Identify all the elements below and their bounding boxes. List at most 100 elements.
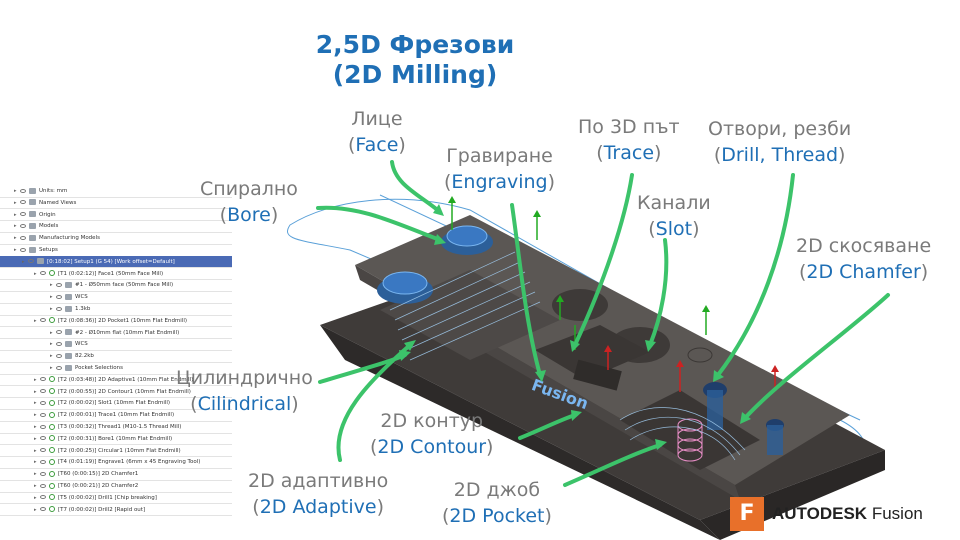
visibility-icon[interactable] bbox=[56, 282, 62, 287]
expand-icon[interactable]: ▸ bbox=[34, 388, 37, 395]
expand-icon[interactable]: ▸ bbox=[34, 400, 37, 407]
visibility-icon[interactable] bbox=[28, 259, 34, 264]
expand-icon[interactable]: ▸ bbox=[34, 483, 37, 489]
visibility-icon[interactable] bbox=[20, 247, 26, 252]
visibility-icon[interactable] bbox=[56, 353, 62, 358]
visibility-icon[interactable] bbox=[20, 188, 26, 193]
visibility-icon[interactable] bbox=[20, 235, 26, 240]
tree-item[interactable]: ▸[T60 (0:00:15)] 2D Chamfer1 bbox=[0, 468, 232, 480]
expand-icon[interactable]: ▸ bbox=[14, 247, 17, 253]
visibility-icon[interactable] bbox=[56, 330, 62, 335]
expand-icon[interactable]: ▸ bbox=[34, 317, 37, 324]
tree-item[interactable]: ▸[0:18:02] Setup1 (G 54) [Work offset=De… bbox=[0, 255, 232, 268]
tree-item[interactable]: ▸[T2 (0:00:31)] Bore1 (10mm Flat Endmill… bbox=[0, 433, 232, 445]
label-engraving-ru: Гравиране bbox=[446, 145, 553, 167]
visibility-icon[interactable] bbox=[40, 495, 46, 500]
tree-item[interactable]: ▸[T1 (0:02:12)] Face1 (50mm Face Mill) bbox=[0, 268, 232, 280]
visibility-icon[interactable] bbox=[40, 412, 46, 417]
visibility-icon[interactable] bbox=[40, 377, 46, 382]
tree-item[interactable]: ▸ #2 - Ø10mm flat (10mm Flat Endmill) bbox=[0, 327, 232, 339]
expand-icon[interactable]: ▸ bbox=[50, 329, 53, 336]
tree-item[interactable]: ▸[T60 (0:00:21)] 2D Chamfer2 bbox=[0, 480, 232, 492]
expand-icon[interactable]: ▸ bbox=[14, 235, 17, 242]
visibility-icon[interactable] bbox=[40, 389, 46, 394]
visibility-icon[interactable] bbox=[40, 459, 46, 464]
tree-item[interactable]: ▸ [T2 (0:03:48)] 2D Adaptive1 (10mm Flat … bbox=[0, 374, 232, 386]
visibility-icon[interactable] bbox=[40, 424, 46, 429]
label-contour-en: 2D Contour bbox=[377, 436, 487, 458]
expand-icon[interactable]: ▸ bbox=[50, 282, 53, 289]
tree-item[interactable]: ▸ [T2 (0:00:25)] Circular1 (10mm Flat End… bbox=[0, 445, 232, 457]
tree-item[interactable]: ▸[T4 (0:01:19)] Engrave1 (6mm x 45 Engra… bbox=[0, 456, 232, 468]
visibility-icon[interactable] bbox=[40, 507, 46, 512]
tree-item[interactable]: ▸[T7 (0:00:02)] Drill2 [Rapid out] bbox=[0, 504, 232, 516]
visibility-icon[interactable] bbox=[40, 471, 46, 476]
tree-item[interactable]: ▸1.3kb bbox=[0, 303, 232, 315]
visibility-icon[interactable] bbox=[56, 306, 62, 311]
expand-icon[interactable]: ▸ bbox=[50, 353, 53, 360]
label-chamfer-ru: 2D скосяване bbox=[796, 235, 932, 257]
tree-item-label: Manufacturing Models bbox=[39, 235, 100, 242]
tree-item[interactable]: ▸[T2 (0:00:01)] Trace1 (10mm Flat Endmil… bbox=[0, 409, 232, 421]
status-ok-icon bbox=[49, 470, 55, 477]
expand-icon[interactable]: ▸ bbox=[34, 459, 37, 466]
expand-icon[interactable]: ▸ bbox=[14, 211, 17, 218]
expand-icon[interactable]: ▸ bbox=[14, 188, 17, 194]
browser-tree[interactable]: ▸Units: mm▸Named Views▸Origin▸Models ▸ Man… bbox=[0, 185, 232, 540]
expand-icon[interactable]: ▸ bbox=[50, 341, 53, 348]
autodesk-fusion-logo: F AUTODESK Fusion bbox=[730, 496, 923, 532]
tree-item[interactable]: ▸Origin bbox=[0, 209, 232, 221]
tree-item[interactable]: ▸ WCS bbox=[0, 291, 232, 303]
tree-item[interactable]: ▸Models bbox=[0, 220, 232, 232]
tree-item-label: [T2 (0:03:48)] 2D Adaptive1 (10mm Flat E… bbox=[58, 376, 194, 383]
expand-icon[interactable]: ▸ bbox=[50, 294, 53, 301]
visibility-icon[interactable] bbox=[20, 223, 26, 228]
visibility-icon[interactable] bbox=[20, 212, 26, 217]
visibility-icon[interactable] bbox=[40, 400, 46, 405]
expand-icon[interactable]: ▸ bbox=[34, 270, 37, 277]
visibility-icon[interactable] bbox=[40, 318, 46, 323]
tree-item[interactable]: ▸Named Views bbox=[0, 197, 232, 209]
expand-icon[interactable]: ▸ bbox=[14, 199, 17, 206]
tree-item[interactable]: ▸ Manufacturing Models bbox=[0, 232, 232, 244]
visibility-icon[interactable] bbox=[40, 448, 46, 453]
tree-item[interactable]: ▸82.2kb bbox=[0, 350, 232, 362]
expand-icon[interactable]: ▸ bbox=[34, 494, 37, 501]
tree-item[interactable]: ▸[T2 (0:00:02)] Slot1 (10mm Flat Endmill… bbox=[0, 397, 232, 409]
tree-item[interactable]: ▸Units: mm bbox=[0, 185, 232, 197]
visibility-icon[interactable] bbox=[40, 483, 46, 488]
tree-item-label: #2 - Ø10mm flat (10mm Flat Endmill) bbox=[75, 329, 180, 336]
tree-item[interactable]: ▸#1 - Ø50mm face (50mm Face Mill) bbox=[0, 279, 232, 291]
expand-icon[interactable]: ▸ bbox=[34, 376, 37, 383]
visibility-icon[interactable] bbox=[56, 341, 62, 346]
expand-icon[interactable]: ▸ bbox=[22, 258, 25, 265]
tree-item-label: [T2 (0:00:25)] Circular1 (10mm Flat Endm… bbox=[58, 447, 181, 454]
label-engraving: Гравиране (Engraving) bbox=[444, 145, 556, 193]
expand-icon[interactable]: ▸ bbox=[50, 306, 53, 312]
tree-item[interactable]: ▸Pocket Selections bbox=[0, 362, 232, 374]
visibility-icon[interactable] bbox=[56, 365, 62, 370]
tree-item[interactable]: ▸WCS bbox=[0, 338, 232, 350]
label-slot: Канали (Slot) bbox=[637, 192, 711, 240]
visibility-icon[interactable] bbox=[20, 200, 26, 205]
title-line-2: (2D Milling) bbox=[332, 60, 498, 89]
expand-icon[interactable]: ▸ bbox=[34, 424, 37, 430]
tree-item[interactable]: ▸[T3 (0:00:32)] Thread1 (M10-1.5 Thread … bbox=[0, 421, 232, 433]
expand-icon[interactable]: ▸ bbox=[34, 435, 37, 442]
expand-icon[interactable]: ▸ bbox=[50, 365, 53, 371]
expand-icon[interactable]: ▸ bbox=[34, 447, 37, 454]
tree-item[interactable]: ▸Setups bbox=[0, 244, 232, 256]
expand-icon[interactable]: ▸ bbox=[34, 471, 37, 478]
visibility-icon[interactable] bbox=[40, 436, 46, 441]
tree-item-label: WCS bbox=[75, 294, 88, 301]
expand-icon[interactable]: ▸ bbox=[34, 412, 37, 419]
tree-item[interactable]: ▸[T2 (0:00:55)] 2D Contour1 (10mm Flat E… bbox=[0, 386, 232, 398]
tree-item[interactable]: ▸[T2 (0:08:36)] 2D Pocket1 (10mm Flat En… bbox=[0, 315, 232, 327]
expand-icon[interactable]: ▸ bbox=[34, 506, 37, 513]
visibility-icon[interactable] bbox=[56, 294, 62, 299]
visibility-icon[interactable] bbox=[40, 271, 46, 276]
status-ok-icon bbox=[49, 376, 55, 383]
expand-icon[interactable]: ▸ bbox=[14, 223, 17, 230]
tree-item[interactable]: ▸[T5 (0:00:02)] Drill1 [Chip breaking] bbox=[0, 492, 232, 504]
